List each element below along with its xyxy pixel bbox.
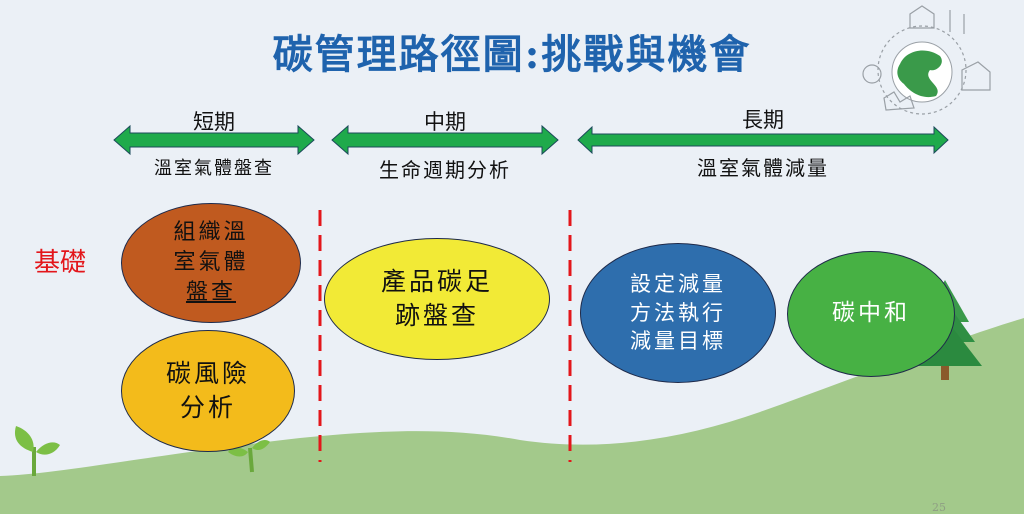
phase-desc-short: 溫室氣體盤查 xyxy=(154,158,274,179)
node-reduction-targets: 設定減量 方法執行 減量目標 xyxy=(580,243,776,383)
node-line: 室氣體 xyxy=(173,250,249,276)
node-line: 減量目標 xyxy=(630,329,726,354)
green-hill xyxy=(0,318,1024,514)
node-carbon-neutral: 碳中和 xyxy=(787,251,955,377)
node-line: 盤查 xyxy=(185,279,236,305)
page-number: 25 xyxy=(932,501,946,514)
arrow-long-term xyxy=(577,125,949,155)
node-line: 方法執行 xyxy=(630,300,726,325)
node-line: 碳中和 xyxy=(832,300,910,327)
sprout-left xyxy=(14,426,60,476)
node-org-ghg-inventory: 組織溫 室氣體 盤查 xyxy=(121,203,301,323)
phase-label-long: 長期 xyxy=(742,108,784,132)
arrow-mid-term xyxy=(331,124,559,156)
phase-desc-long: 溫室氣體減量 xyxy=(697,156,829,180)
phase-label-short: 短期 xyxy=(193,110,235,134)
node-carbon-risk-analysis: 碳風險 分析 xyxy=(121,330,295,452)
node-line: 分析 xyxy=(179,393,236,422)
slide-title: 碳管理路徑圖:挑戰與機會 xyxy=(272,31,752,78)
phase-desc-mid: 生命週期分析 xyxy=(379,158,511,182)
earth-sketch-icon xyxy=(862,5,991,115)
node-line: 跡盤查 xyxy=(394,301,479,330)
foundation-label: 基礎 xyxy=(34,248,87,278)
arrow-short-term xyxy=(113,124,315,156)
node-line: 碳風險 xyxy=(165,359,250,389)
node-line: 產品碳足 xyxy=(380,267,493,297)
sprout-right xyxy=(228,440,270,473)
node-line: 組織溫 xyxy=(173,220,249,246)
node-line: 設定減量 xyxy=(630,272,726,297)
node-product-carbon-footprint: 產品碳足 跡盤查 xyxy=(324,238,550,360)
phase-label-mid: 中期 xyxy=(424,110,466,134)
